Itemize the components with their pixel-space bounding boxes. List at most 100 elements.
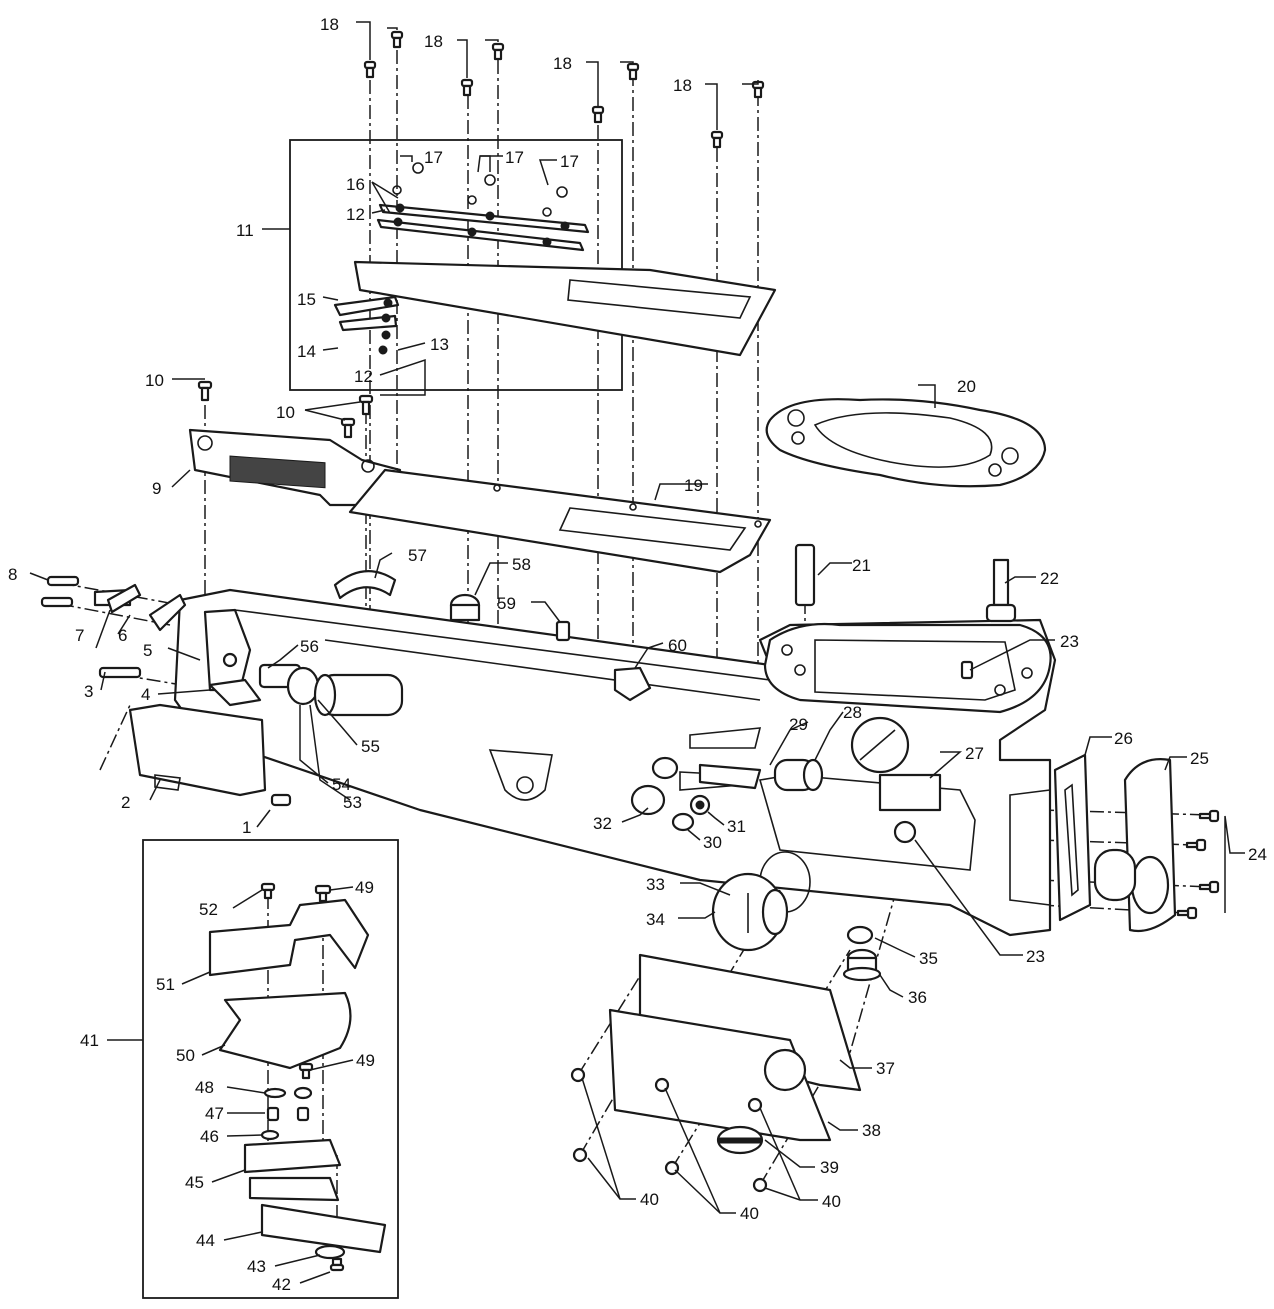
callout-44: 44 bbox=[196, 1231, 215, 1250]
end-cover-24-26 bbox=[1053, 753, 1220, 933]
callout-57: 57 bbox=[408, 546, 427, 565]
callout-24: 24 bbox=[1248, 845, 1267, 864]
callout-46: 46 bbox=[200, 1127, 219, 1146]
callout-17: 17 bbox=[505, 148, 524, 167]
callout-32: 32 bbox=[593, 814, 612, 833]
callout-30: 30 bbox=[703, 833, 722, 852]
callout-21: 21 bbox=[852, 556, 871, 575]
stud-22 bbox=[985, 558, 1017, 623]
pin-59 bbox=[555, 620, 571, 642]
clip-60 bbox=[613, 666, 652, 702]
callout-45: 45 bbox=[185, 1173, 204, 1192]
callout-42: 42 bbox=[272, 1275, 291, 1294]
callout-25: 25 bbox=[1190, 749, 1209, 768]
callout-28: 28 bbox=[843, 703, 862, 722]
callout-17: 17 bbox=[560, 152, 579, 171]
callout-52: 52 bbox=[199, 900, 218, 919]
callout-29: 29 bbox=[789, 715, 808, 734]
callout-16: 16 bbox=[346, 175, 365, 194]
callout-40: 40 bbox=[640, 1190, 659, 1209]
callout-51: 51 bbox=[156, 975, 175, 994]
callout-58: 58 bbox=[512, 555, 531, 574]
callout-49: 49 bbox=[355, 878, 374, 897]
callout-50: 50 bbox=[176, 1046, 195, 1065]
leader-lines bbox=[29, 21, 1245, 1284]
left-end-parts bbox=[40, 575, 292, 807]
callout-39: 39 bbox=[820, 1158, 839, 1177]
callout-22: 22 bbox=[1040, 569, 1059, 588]
callout-13: 13 bbox=[430, 335, 449, 354]
cover-38 bbox=[608, 1008, 832, 1155]
callout-36: 36 bbox=[908, 988, 927, 1007]
callout-59: 59 bbox=[497, 594, 516, 613]
callout-4: 4 bbox=[141, 685, 150, 704]
callout-labels: 18 18 18 18 17 17 17 16 12 11 15 14 13 1… bbox=[8, 15, 1267, 1294]
callout-2: 2 bbox=[121, 793, 130, 812]
callout-27: 27 bbox=[965, 744, 984, 763]
callout-48: 48 bbox=[195, 1078, 214, 1097]
callout-26: 26 bbox=[1114, 729, 1133, 748]
shield-57 bbox=[333, 570, 397, 600]
callout-40: 40 bbox=[822, 1192, 841, 1211]
callout-47: 47 bbox=[205, 1104, 224, 1123]
gasket-20 bbox=[765, 398, 1047, 488]
callout-19: 19 bbox=[684, 476, 703, 495]
callout-7: 7 bbox=[75, 626, 84, 645]
callout-41: 41 bbox=[80, 1031, 99, 1050]
callout-15: 15 bbox=[297, 290, 316, 309]
callout-23: 23 bbox=[1060, 632, 1079, 651]
adjuster-parts-28-32 bbox=[630, 756, 824, 832]
top-plate bbox=[353, 260, 777, 357]
callout-37: 37 bbox=[876, 1059, 895, 1078]
callout-53: 53 bbox=[343, 793, 362, 812]
callout-1: 1 bbox=[242, 818, 251, 837]
plug-36 bbox=[842, 948, 882, 982]
latch-parts-13-15 bbox=[333, 295, 400, 355]
callout-35: 35 bbox=[919, 949, 938, 968]
callout-54: 54 bbox=[332, 775, 351, 794]
callout-9: 9 bbox=[152, 479, 161, 498]
callout-11: 11 bbox=[236, 221, 254, 240]
callout-18: 18 bbox=[553, 54, 572, 73]
rail-assembly-16 bbox=[376, 162, 590, 252]
callout-18: 18 bbox=[424, 32, 443, 51]
gasket-19 bbox=[348, 468, 772, 574]
callout-56: 56 bbox=[300, 637, 319, 656]
callout-10: 10 bbox=[276, 403, 295, 422]
callout-31: 31 bbox=[727, 817, 746, 836]
drive-parts-53-56 bbox=[258, 663, 404, 717]
callout-20: 20 bbox=[957, 377, 976, 396]
callout-8: 8 bbox=[8, 565, 17, 584]
callout-34: 34 bbox=[646, 910, 665, 929]
callout-17: 17 bbox=[424, 148, 443, 167]
callout-12: 12 bbox=[346, 205, 365, 224]
kit-box-11 bbox=[289, 139, 623, 391]
callout-55: 55 bbox=[361, 737, 380, 756]
callout-23: 23 bbox=[1026, 947, 1045, 966]
callout-18: 18 bbox=[673, 76, 692, 95]
pin-23 bbox=[960, 660, 974, 680]
callout-38: 38 bbox=[862, 1121, 881, 1140]
callout-60: 60 bbox=[668, 636, 687, 655]
pin-21 bbox=[794, 543, 816, 607]
ring-35 bbox=[846, 925, 874, 945]
callout-10: 10 bbox=[145, 371, 164, 390]
cover-plate-9 bbox=[188, 428, 402, 507]
callout-5: 5 bbox=[143, 641, 152, 660]
callout-6: 6 bbox=[118, 626, 127, 645]
callout-43: 43 bbox=[247, 1257, 266, 1276]
cap-33-34 bbox=[711, 851, 811, 952]
callout-12: 12 bbox=[354, 367, 373, 386]
callout-33: 33 bbox=[646, 875, 665, 894]
kit-box-41 bbox=[142, 839, 399, 1299]
callout-3: 3 bbox=[84, 682, 93, 701]
screws-10 bbox=[197, 380, 374, 439]
callout-18: 18 bbox=[320, 15, 339, 34]
callout-49: 49 bbox=[356, 1051, 375, 1070]
callout-40: 40 bbox=[740, 1204, 759, 1223]
callout-14: 14 bbox=[297, 342, 316, 361]
bushing-58 bbox=[449, 593, 481, 622]
screws-40 bbox=[570, 1067, 768, 1193]
kit-41-parts bbox=[208, 882, 387, 1272]
